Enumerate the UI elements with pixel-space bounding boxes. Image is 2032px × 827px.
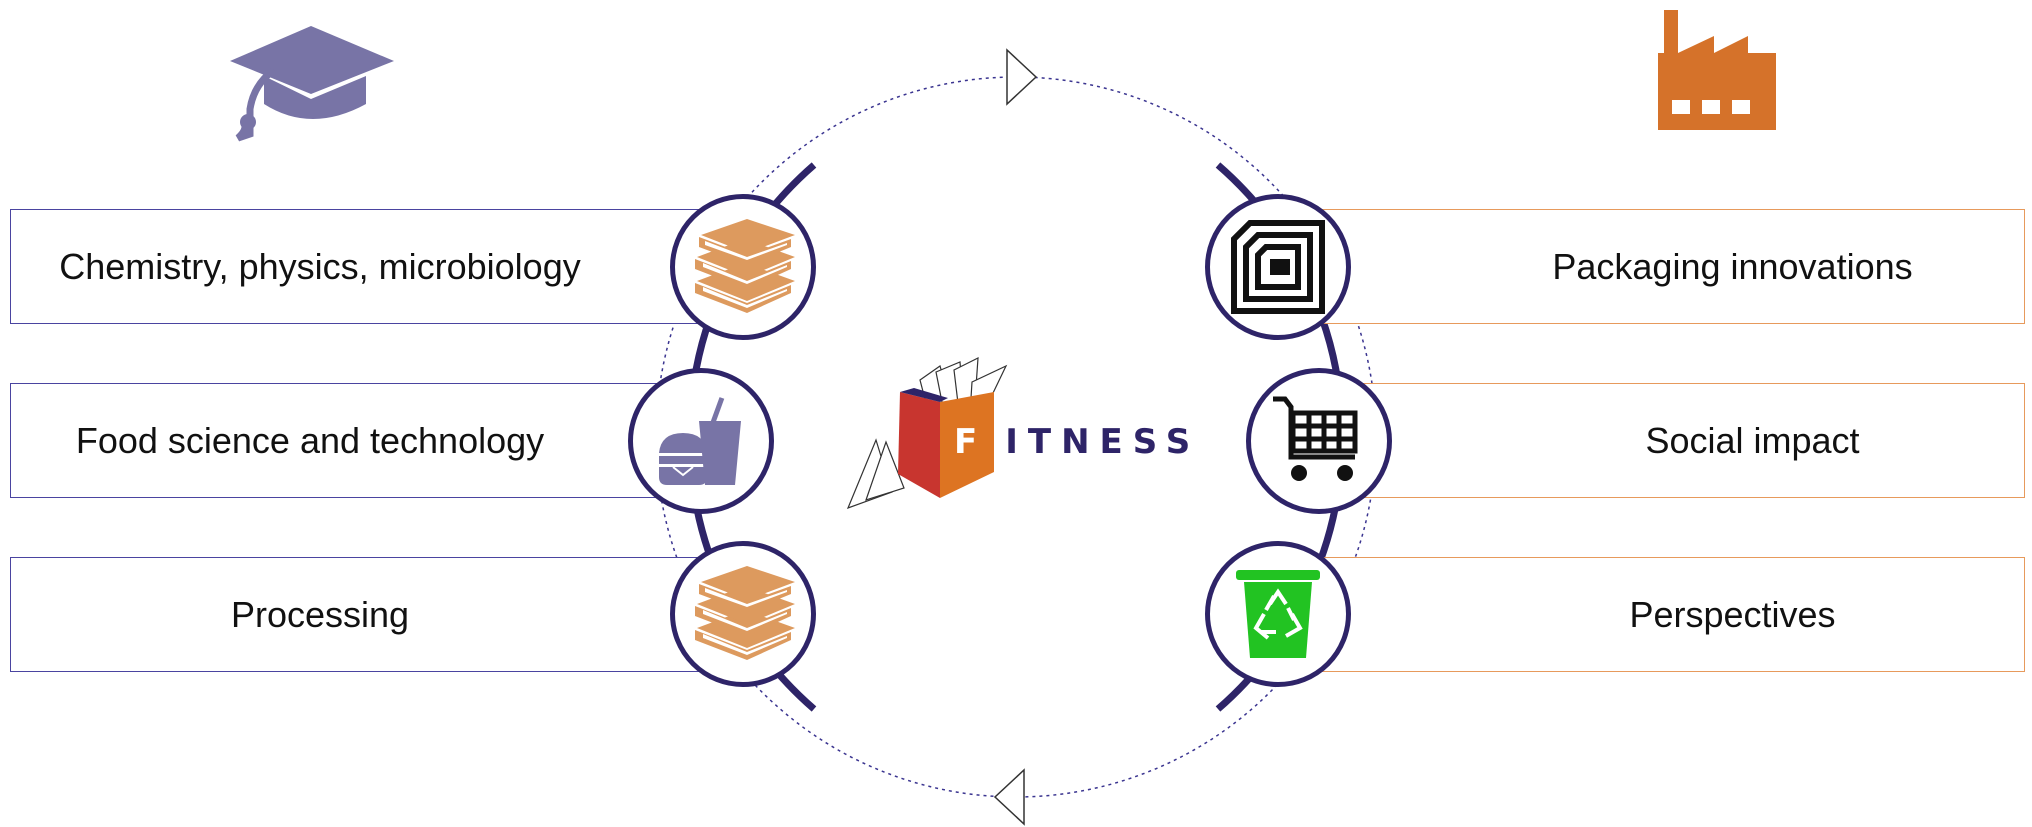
recycle-bin-icon-circle [1205, 541, 1351, 687]
topic-box-perspectives: Perspectives [1320, 557, 2025, 672]
books-icon [695, 219, 795, 313]
topic-box-chemistry: Chemistry, physics, microbiology [10, 209, 710, 324]
books-icon-circle [670, 194, 816, 340]
topic-box-social-impact: Social impact [1360, 383, 2025, 498]
shopping-cart-icon-circle [1246, 368, 1392, 514]
topic-label: Processing [230, 593, 410, 635]
topic-label: Perspectives [1629, 593, 1836, 635]
logo-book-icon [846, 356, 1008, 510]
recycle-bin-icon [1236, 570, 1320, 658]
graduation-cap-icon [230, 26, 394, 142]
logo-rest: ITNESS [1005, 422, 1201, 462]
bottom-arrow-icon [993, 768, 1025, 826]
topic-label: Social impact [1645, 419, 1860, 461]
topic-label: Chemistry, physics, microbiology [59, 245, 581, 287]
topic-box-food-science: Food science and technology [10, 383, 670, 498]
topic-label: Packaging innovations [1552, 245, 1913, 287]
top-arrow-icon [1006, 48, 1038, 106]
factory-icon [1658, 10, 1776, 130]
rfid-tag-icon [1231, 220, 1325, 314]
shopping-cart-icon [1273, 396, 1358, 481]
fast-food-icon-circle [628, 368, 774, 514]
books-icon-circle [670, 541, 816, 687]
books-icon [695, 566, 795, 660]
topic-box-packaging: Packaging innovations [1320, 209, 2025, 324]
fast-food-icon [659, 397, 741, 485]
topic-box-processing: Processing [10, 557, 710, 672]
logo-initial: F [954, 422, 988, 462]
logo-text: F ITNESS [954, 422, 1200, 462]
topic-label: Food science and technology [75, 419, 545, 461]
rfid-tag-icon-circle [1205, 194, 1351, 340]
